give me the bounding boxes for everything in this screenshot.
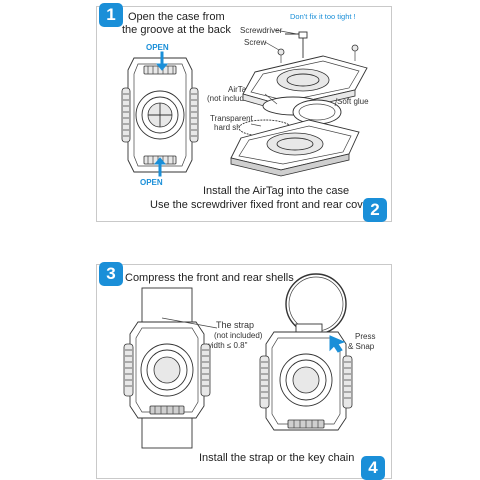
press-label-line1: Press bbox=[355, 332, 376, 341]
shell-label-line2: hard shell bbox=[214, 123, 249, 132]
open-label-bottom: OPEN bbox=[140, 178, 163, 187]
open-arrow-top-icon bbox=[155, 51, 169, 71]
soft-glue-label: Soft glue bbox=[337, 97, 369, 106]
step-2-badge: 2 bbox=[363, 198, 387, 222]
screwdriver-label: Screwdriver bbox=[240, 26, 283, 35]
case-with-keyring-illustration bbox=[259, 273, 353, 431]
screw-label: Screw bbox=[244, 38, 267, 47]
airtag-label-line2: (not included) bbox=[207, 94, 256, 103]
step-3-badge: 3 bbox=[99, 262, 123, 286]
strap-label-line2: (not included) bbox=[214, 331, 263, 340]
open-arrow-bottom-icon bbox=[153, 157, 167, 177]
case-back-illustration bbox=[121, 57, 199, 173]
strap-label-line1: The strap bbox=[216, 320, 255, 330]
step-4-badge: 4 bbox=[361, 456, 385, 480]
warning-text: Don't fix it too tight ! bbox=[290, 12, 356, 21]
shell-label-line1: Transparent bbox=[210, 114, 253, 123]
step-4-title: Install the strap or the key chain bbox=[199, 452, 355, 464]
strap-label-line3: width ≤ 0.8" bbox=[206, 341, 248, 350]
step-2-title-line1: Install the AirTag into the case bbox=[203, 185, 350, 197]
exploded-assembly-illustration bbox=[230, 29, 368, 177]
step-1-title-line1: Open the case from bbox=[128, 11, 225, 23]
press-label-line2: & Snap bbox=[348, 342, 375, 351]
case-with-strap-illustration bbox=[123, 287, 218, 449]
step-2-title-line2: Use the screwdriver fixed front and rear… bbox=[150, 199, 373, 211]
step-1-title-line2: the groove at the back bbox=[122, 24, 231, 36]
step-3-title: Compress the front and rear shells bbox=[125, 272, 294, 284]
open-label-top: OPEN bbox=[146, 43, 169, 52]
step-1-badge: 1 bbox=[99, 3, 123, 27]
airtag-label-line1: AirTag bbox=[228, 85, 251, 94]
